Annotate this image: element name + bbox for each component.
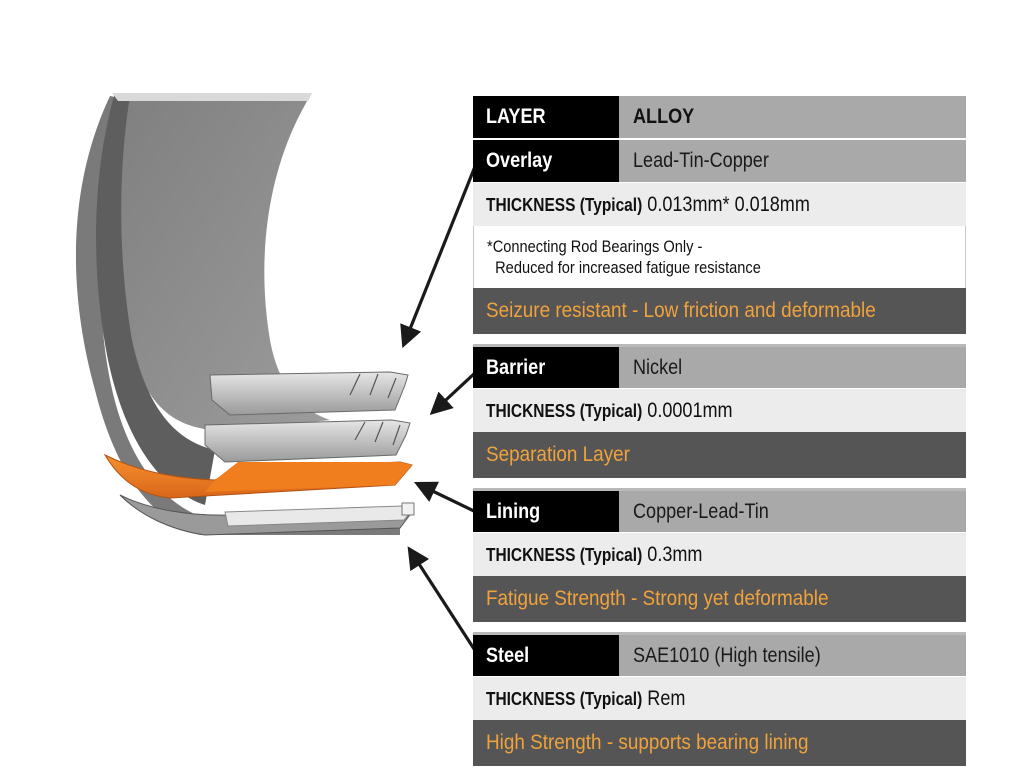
table-header: LAYER ALLOY [473,96,966,138]
thickness-value: 0.3mm [647,542,703,566]
alloy-name: Lead-Tin-Copper [633,149,769,172]
alloy-name: SAE1010 (High tensile) [633,643,821,667]
barrier-arrow [429,370,478,416]
thickness-value: 0.0001mm [647,398,733,422]
overlay-property-row: Seizure resistant - Low friction and def… [473,288,966,334]
property-text: Fatigue Strength - Strong yet deformable [486,587,829,610]
layer-specification-table: LAYER ALLOY Overlay Lead-Tin-Copper THIC… [473,96,966,766]
layer-name: Steel [473,635,619,676]
thickness-label: THICKNESS (Typical) [486,688,643,709]
overlay-footnote: *Connecting Rod Bearings Only - Reduced … [487,237,761,277]
property-text: Seizure resistant - Low friction and def… [486,299,876,322]
steel-property-row: High Strength - supports bearing lining [473,720,966,766]
thickness-label: THICKNESS (Typical) [486,400,643,421]
thickness-label: THICKNESS (Typical) [486,194,643,215]
overlay-note-row: *Connecting Rod Bearings Only - Reduced … [473,226,966,288]
alloy-name: Nickel [633,355,683,379]
layer-column-header: LAYER [473,96,619,138]
lining-thickness-row: THICKNESS (Typical) 0.3mm [473,532,966,576]
thickness-value: 0.013mm* 0.018mm [647,192,810,216]
property-text: High Strength - supports bearing lining [486,731,809,754]
pointer-arrows [400,163,478,653]
barrier-name-row: Barrier Nickel [473,344,966,388]
thickness-label: THICKNESS (Typical) [486,544,643,565]
layer-name: Overlay [473,140,619,182]
thickness-value: Rem [647,686,686,710]
lining-name-row: Lining Copper-Lead-Tin [473,488,966,532]
steel-thickness-row: THICKNESS (Typical) Rem [473,676,966,720]
overlay-name-row: Overlay Lead-Tin-Copper [473,138,966,182]
steel-name-row: Steel SAE1010 (High tensile) [473,632,966,676]
barrier-thickness-row: THICKNESS (Typical) 0.0001mm [473,388,966,432]
property-text: Separation Layer [486,443,630,466]
alloy-column-header: ALLOY [633,105,695,128]
barrier-property-row: Separation Layer [473,432,966,478]
alloy-name: Copper-Lead-Tin [633,499,769,523]
lining-property-row: Fatigue Strength - Strong yet deformable [473,576,966,622]
overlay-thickness-row: THICKNESS (Typical) 0.013mm* 0.018mm [473,182,966,226]
layer-name: Barrier [473,347,619,388]
overlay-arrow [400,163,478,349]
layer-name: Lining [473,491,619,532]
steel-arrow [407,546,478,653]
lining-arrow [413,481,477,514]
bearing-shell-image [75,93,415,536]
